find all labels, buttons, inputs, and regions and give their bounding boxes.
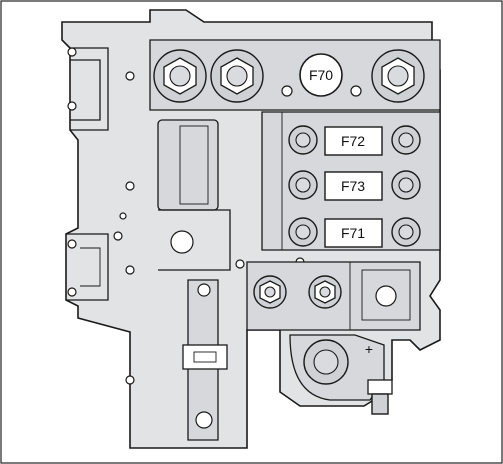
screw-2 xyxy=(350,85,362,97)
lower-bolt xyxy=(361,269,411,321)
fuse-row-f71: F71 xyxy=(288,217,421,248)
screw-1 xyxy=(281,85,293,97)
fuse-f70: F70 xyxy=(299,53,343,97)
fuse-f70-label: F70 xyxy=(309,67,333,83)
body-holes xyxy=(113,71,305,385)
lower-nut-2 xyxy=(308,275,342,309)
cable-strap xyxy=(182,279,228,441)
fuse-f71-label: F71 xyxy=(341,225,365,241)
terminal-nut-3 xyxy=(371,49,425,103)
lower-nut-1 xyxy=(253,275,287,309)
terminal-nut-1 xyxy=(153,49,207,103)
positive-symbol: + xyxy=(365,341,373,357)
central-block xyxy=(157,119,231,271)
battery-terminal xyxy=(289,334,393,415)
fuse-row-f73: F73 xyxy=(288,170,421,201)
fuse-row-f72: F72 xyxy=(288,125,421,156)
left-bracket xyxy=(66,47,109,301)
terminal-nut-2 xyxy=(210,49,264,103)
fuse-f72-label: F72 xyxy=(341,133,365,149)
fuse-f73-label: F73 xyxy=(341,178,365,194)
